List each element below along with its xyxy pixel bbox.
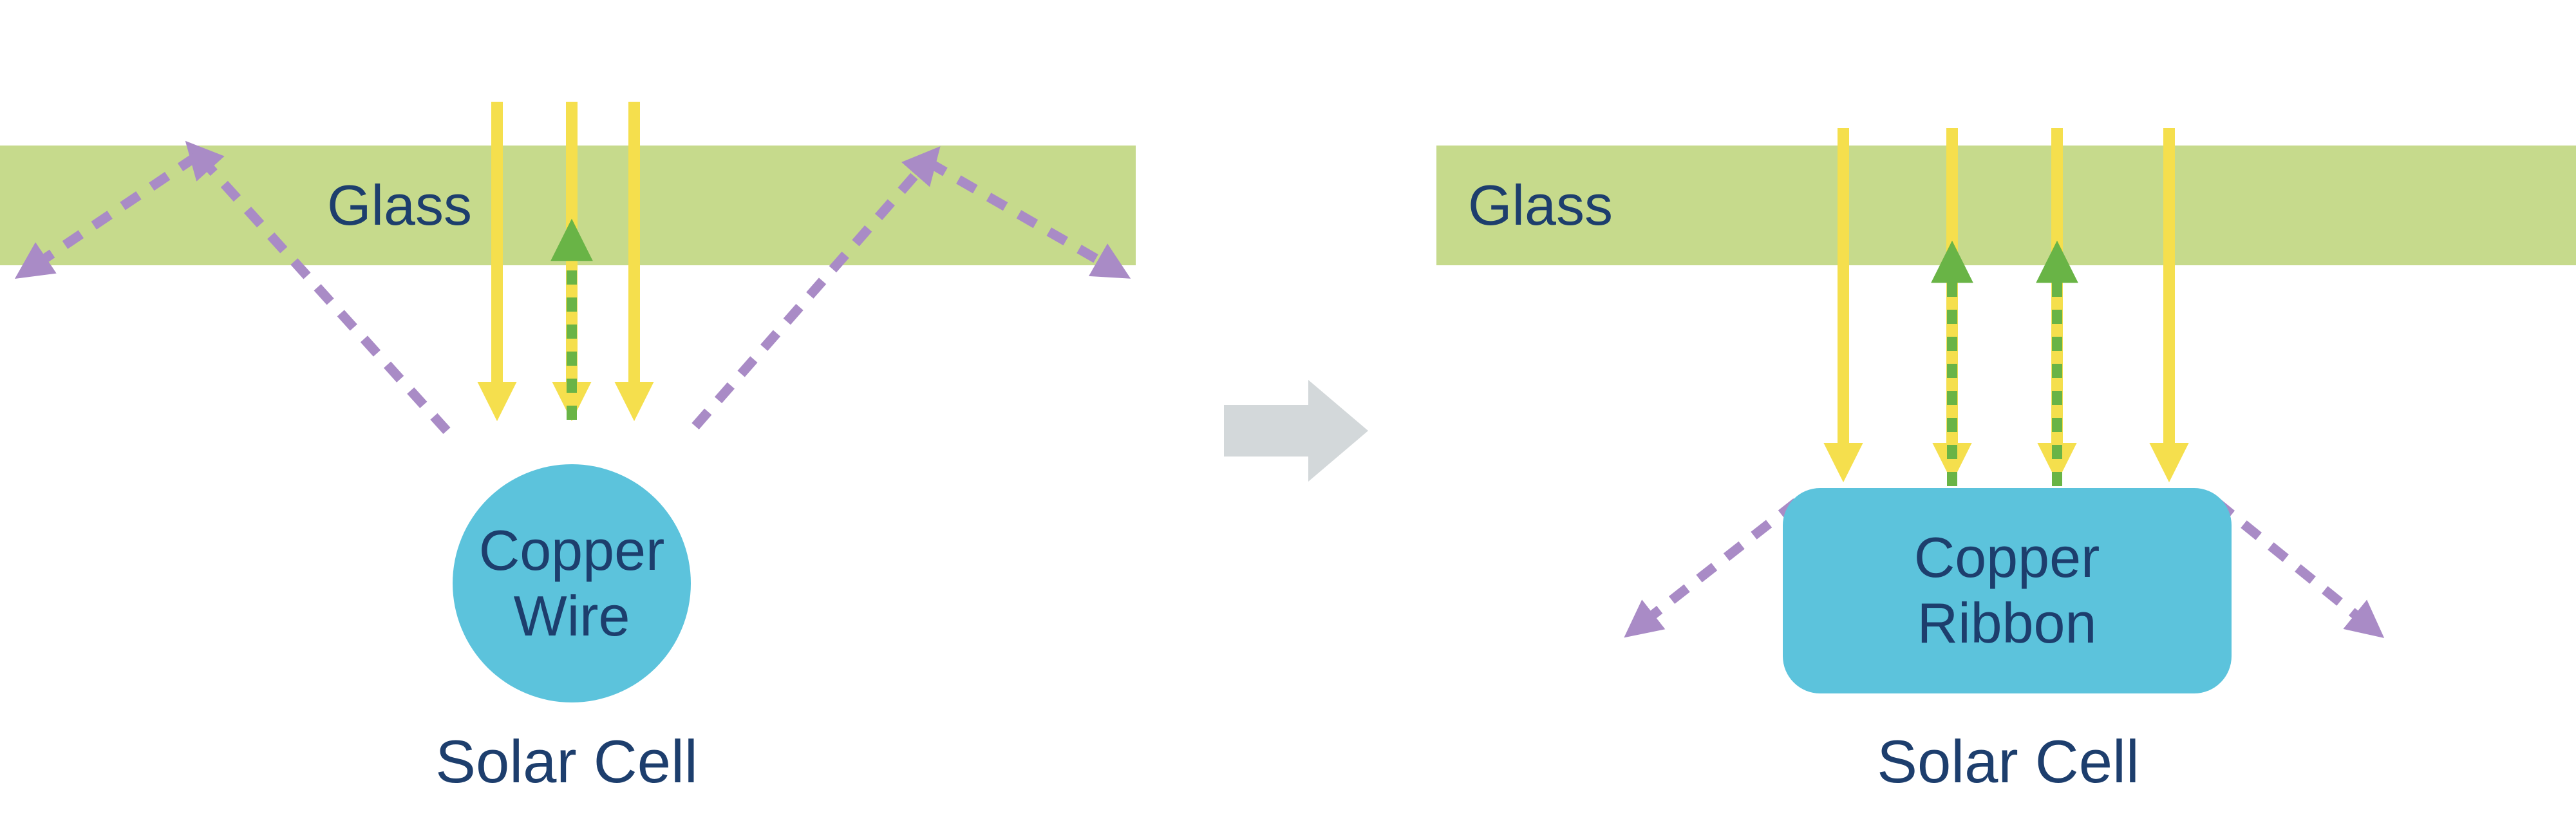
scattered-light-path xyxy=(691,146,941,429)
solar-cell-caption-right: Solar Cell xyxy=(1877,728,2139,795)
copper-wire-shape xyxy=(453,464,691,702)
scattered-light-path xyxy=(14,152,200,279)
glass-label-left: Glass xyxy=(327,173,472,237)
glass-label-right: Glass xyxy=(1468,173,1613,237)
right-arrow-icon xyxy=(1224,380,1368,482)
scattered-light-path xyxy=(1624,498,1800,638)
solar-cell-caption-left: Solar Cell xyxy=(435,728,698,795)
copper-wire-label-line1: Copper xyxy=(478,518,665,582)
copper-ribbon-label-line2: Ribbon xyxy=(1917,591,2097,655)
copper-wire-label: Copper Wire xyxy=(479,518,665,649)
copper-ribbon-label: Copper Ribbon xyxy=(1914,525,2100,656)
copper-wire-label-line2: Wire xyxy=(513,584,630,648)
scattered-light-path xyxy=(185,140,451,435)
scattered-light-path xyxy=(2214,498,2385,639)
copper-ribbon-shape xyxy=(1783,488,2232,693)
copper-ribbon-label-line1: Copper xyxy=(1913,525,2100,589)
glass-slab-right xyxy=(1436,146,2576,265)
